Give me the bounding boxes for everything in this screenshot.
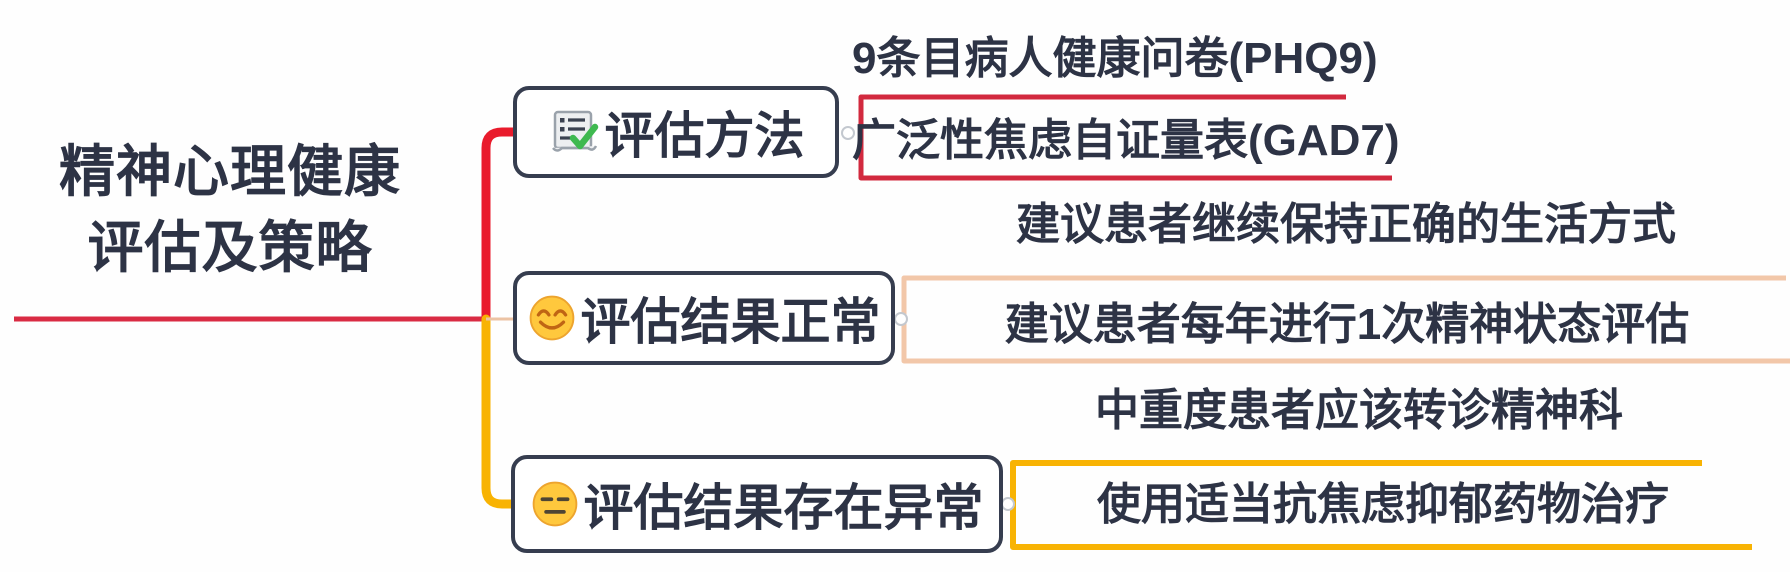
checklist-scroll-icon xyxy=(548,107,600,157)
branch3-connector xyxy=(481,314,518,509)
branch1-connector xyxy=(481,127,520,324)
leaf-topic-refer-psychiatry[interactable]: 中重度患者应该转诊精神科 xyxy=(1095,386,1623,435)
collapse-handle-branch2[interactable] xyxy=(894,312,908,326)
leaf-topic-medication[interactable]: 使用适当抗焦虑抑郁药物治疗 xyxy=(1097,480,1669,529)
branch-node-assessment-methods[interactable]: 评估方法 xyxy=(513,86,839,178)
root-topic-line2: 评估及策略 xyxy=(87,216,373,279)
branch-node-result-normal[interactable]: 评估结果正常 xyxy=(513,271,895,365)
branch-node-label: 评估结果正常 xyxy=(580,294,881,350)
leaf-topic-keep-lifestyle[interactable]: 建议患者继续保持正确的生活方式 xyxy=(1016,200,1676,249)
branch-node-label: 评估结果存在异常 xyxy=(583,480,984,536)
root-topic-line1: 精神心理健康 xyxy=(59,140,401,203)
branch-node-result-abnormal[interactable]: 评估结果存在异常 xyxy=(511,455,1003,553)
branch-node-label: 评估方法 xyxy=(604,108,805,164)
collapse-handle-branch1[interactable] xyxy=(841,126,855,140)
smiling-face-icon xyxy=(528,294,576,342)
leaf-topic-gad7[interactable]: 广泛性焦虑自证量表(GAD7) xyxy=(852,116,1400,165)
leaf-topic-phq9[interactable]: 9条目病人健康问卷(PHQ9) xyxy=(852,34,1378,83)
expressionless-face-icon xyxy=(531,480,579,528)
leaf-topic-yearly-assessment[interactable]: 建议患者每年进行1次精神状态评估 xyxy=(1004,300,1690,349)
root-topic[interactable]: 精神心理健康 评估及策略 xyxy=(10,134,450,286)
